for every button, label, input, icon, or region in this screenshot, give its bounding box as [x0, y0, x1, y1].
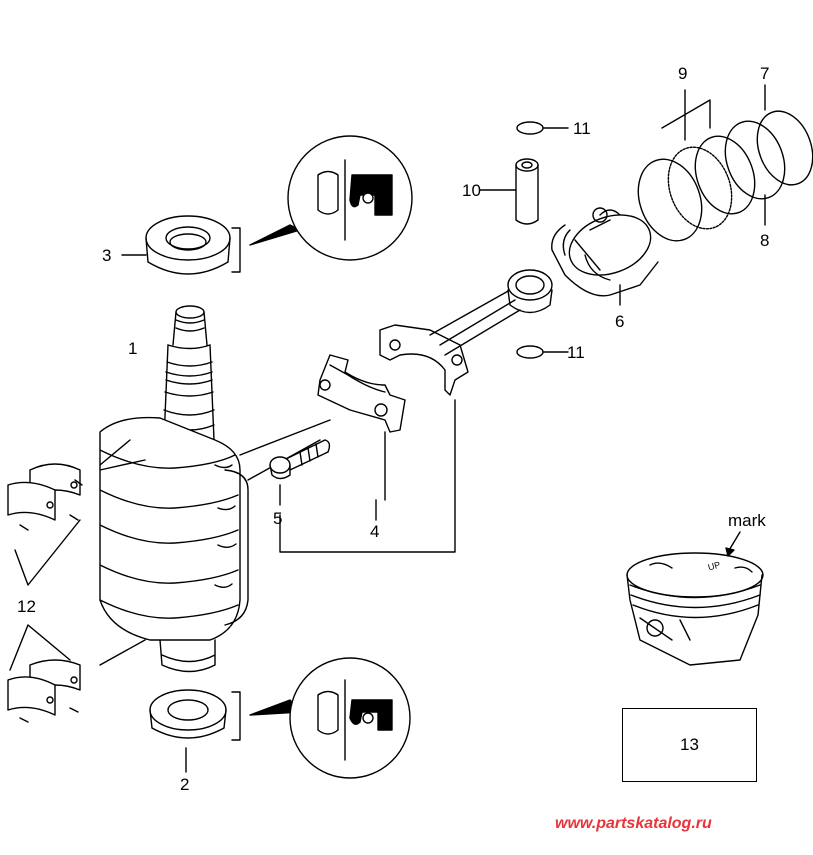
- bearing-lower: [7, 659, 81, 723]
- bearing-upper: [7, 463, 83, 531]
- conrod-bolt: [269, 439, 331, 506]
- item-13-box: 13: [622, 708, 757, 782]
- callout-7: 7: [760, 64, 770, 83]
- piston-rings: [637, 84, 813, 242]
- oil-seal-lower: [149, 689, 301, 773]
- circlip-lower: [516, 345, 569, 359]
- piston: [551, 207, 659, 306]
- circlip-upper: [516, 121, 569, 135]
- oil-seal-upper: [121, 215, 301, 275]
- watermark[interactable]: www.partskatalog.ru: [555, 815, 712, 832]
- callout-11-lower: 11: [567, 343, 585, 362]
- callout-8: 8: [760, 231, 770, 250]
- callout-9: 9: [678, 64, 688, 83]
- callout-5: 5: [273, 509, 283, 528]
- wrist-pin: [479, 158, 539, 225]
- callout-3: 3: [102, 246, 112, 265]
- conrod-cap: [279, 354, 456, 553]
- piston-mark-illustration: [626, 531, 764, 666]
- mark-label: mark: [728, 511, 766, 530]
- callout-4: 4: [370, 522, 380, 541]
- crankshaft: [99, 305, 331, 673]
- callout-10: 10: [462, 181, 481, 200]
- connecting-rod: [379, 269, 553, 396]
- seal-detail-upper: [287, 135, 413, 261]
- callout-12: 12: [17, 597, 36, 616]
- callout-2: 2: [180, 775, 190, 794]
- callout-13: 13: [680, 735, 699, 754]
- seal-detail-lower: [289, 657, 411, 779]
- callout-11-upper: 11: [573, 119, 591, 138]
- callout-6: 6: [615, 312, 625, 331]
- callout-1: 1: [128, 339, 138, 358]
